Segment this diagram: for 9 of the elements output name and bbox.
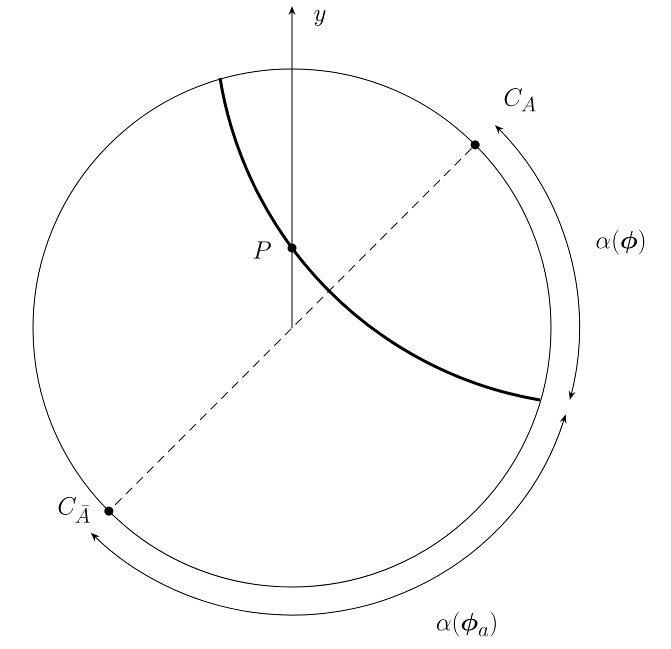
point-label: $C_{\bar{A}}$ [58, 496, 90, 523]
point-dot [288, 244, 296, 252]
axis-label: $y$ [314, 10, 326, 26]
arc-label: $\alpha(\boldsymbol{\phi})$ [596, 230, 644, 254]
arc-label: $\alpha(\boldsymbol{\phi}_a)$ [436, 612, 496, 636]
point-dot [470, 140, 480, 150]
point-label: $P$ [254, 242, 271, 258]
point-label: $C_A$ [504, 88, 536, 112]
point-dot [104, 506, 114, 516]
